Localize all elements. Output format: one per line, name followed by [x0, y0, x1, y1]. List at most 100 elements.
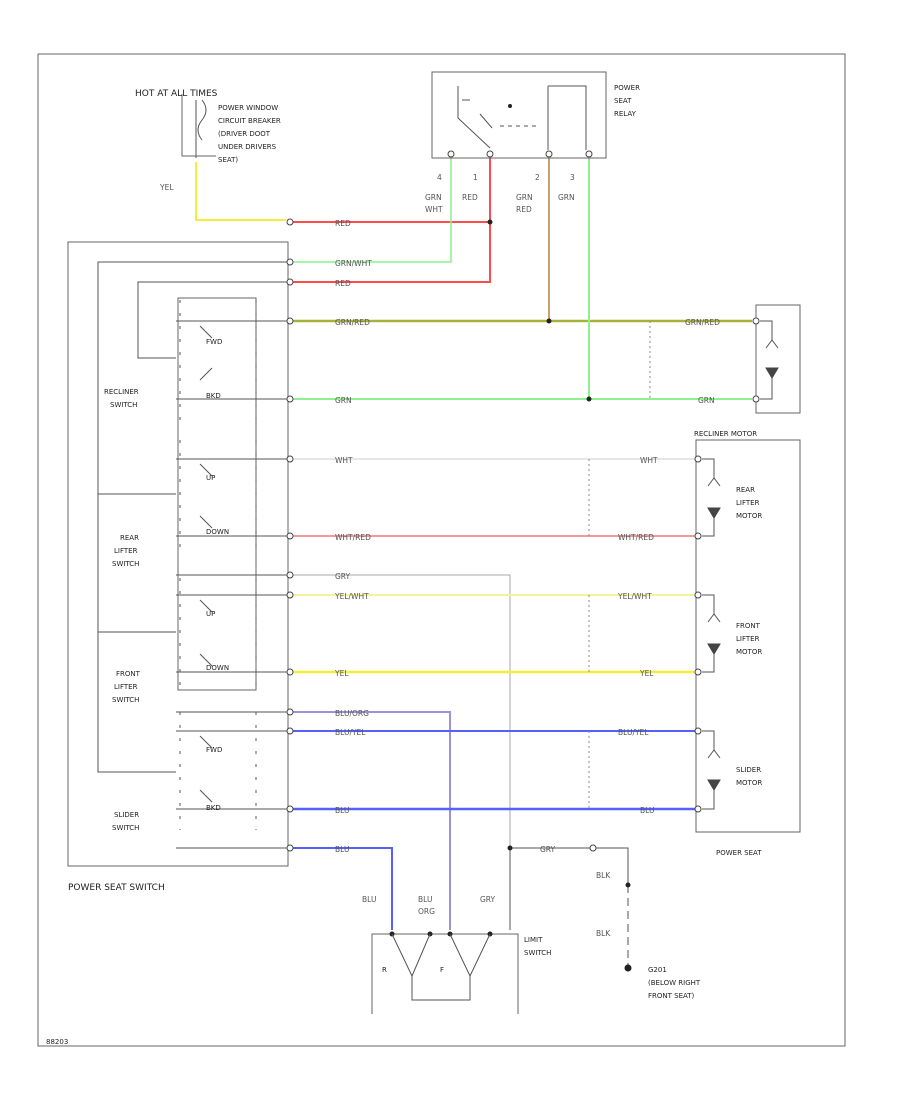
power-seat-label: POWER SEAT	[716, 849, 762, 857]
wire-label-grn-wht: GRN/WHT	[335, 259, 372, 268]
wire-label-blk-2: BLK	[596, 929, 611, 938]
wire-label-yel-right: YEL	[639, 669, 654, 678]
figure-id: 88203	[46, 1038, 68, 1046]
wire-label-blu-yel-left: BLU/YEL	[335, 728, 366, 737]
hot-at-all-times-label: HOT AT ALL TIMES	[135, 89, 218, 99]
wire-blu-org	[293, 711, 451, 930]
limit-switch-label-2: SWITCH	[524, 949, 551, 957]
circuit-breaker: HOT AT ALL TIMES POWER WINDOW CIRCUIT BR…	[135, 89, 281, 192]
front-down-label: DOWN	[206, 664, 229, 672]
power-seat-motors: RECLINER MOTOR REAR LIFTER MOTOR FRONT L…	[694, 430, 801, 857]
connector-terminals	[286, 218, 597, 852]
relay-box	[431, 71, 607, 159]
ground-icon	[624, 964, 632, 972]
ground-g201: G201 (BELOW RIGHT FRONT SEAT)	[624, 964, 701, 1000]
slider-bkd-label: BKD	[206, 804, 221, 812]
slider-fwd-label: FWD	[206, 746, 222, 754]
slider-motor-label-2: MOTOR	[736, 779, 762, 787]
wire-label-blu-left: BLU	[335, 806, 349, 815]
slider-switch-label-2: SWITCH	[112, 824, 139, 832]
recliner-bkd-label: BKD	[206, 392, 221, 400]
limit-wire-blu-org-1: BLU	[418, 895, 432, 904]
slider-switch-label-1: SLIDER	[114, 811, 139, 819]
front-lifter-switch-label-2: LIFTER	[114, 683, 138, 691]
wires	[195, 158, 752, 965]
wire-label-wht-right: WHT	[640, 456, 658, 465]
relay-terminal-3: 3	[570, 173, 575, 182]
wire-label-yel-wht-right: YEL/WHT	[617, 592, 652, 601]
power-seat-switch-label: POWER SEAT SWITCH	[68, 883, 165, 893]
wire-grn-wht	[293, 158, 452, 263]
wire-label-wht-red-left: WHT/RED	[335, 533, 371, 542]
wire-label-blu-yel-right: BLU/YEL	[618, 728, 649, 737]
limit-wire-blu-org-2: ORG	[418, 907, 435, 916]
front-lifter-motor-label-3: MOTOR	[736, 648, 762, 656]
wire-label-blu-right: BLU	[640, 806, 654, 815]
circuit-breaker-line1: POWER WINDOW	[218, 104, 278, 112]
yel-feed-label: YEL	[159, 183, 174, 192]
relay-wire-4-line1: GRN	[425, 193, 442, 202]
recliner-switch-label-2: SWITCH	[110, 401, 137, 409]
rear-lifter-switch-label-1: REAR	[120, 534, 139, 542]
front-lifter-motor-label-1: FRONT	[736, 622, 761, 630]
front-up-label: UP	[206, 610, 215, 618]
recliner-motor	[752, 304, 801, 414]
wire-label-blu-limit: BLU	[335, 845, 349, 854]
wire-label-yel-wht-left: YEL/WHT	[334, 592, 369, 601]
relay-wire-1-line1: RED	[462, 193, 478, 202]
wire-label-blk-1: BLK	[596, 871, 611, 880]
limit-switch-label-1: LIMIT	[524, 936, 543, 944]
wire-blu-limit	[293, 847, 393, 930]
rear-lifter-motor-label-3: MOTOR	[736, 512, 762, 520]
recliner-switch-label-1: RECLINER	[104, 388, 139, 396]
relay-label-3: RELAY	[614, 110, 637, 118]
limit-switch: R F LIMIT SWITCH BLU BLU ORG GRY	[362, 895, 551, 1014]
relay-wire-3-line1: GRN	[558, 193, 575, 202]
front-lifter-motor-label-2: LIFTER	[736, 635, 760, 643]
power-seat-switch-box	[67, 241, 289, 867]
wire-red-relay	[293, 158, 491, 283]
wire-label-red-top: RED	[335, 219, 351, 228]
recliner-motor-label: RECLINER MOTOR	[694, 430, 757, 438]
wire-label-wht-left: WHT	[335, 456, 353, 465]
relay-label-2: SEAT	[614, 97, 632, 105]
power-seat-switch: FWD BKD UP DOWN UP DOWN FWD BKD RECLINER…	[67, 241, 289, 893]
diagram-frame	[37, 53, 846, 1047]
circuit-breaker-line5: SEAT)	[218, 156, 238, 164]
rear-up-label: UP	[206, 474, 215, 482]
relay-wire-2-line1: GRN	[516, 193, 533, 202]
rear-lifter-switch-label-3: SWITCH	[112, 560, 139, 568]
junction-dots	[487, 219, 631, 888]
wire-label-grn-red-right: GRN/RED	[685, 318, 720, 327]
relay-terminal-2: 2	[535, 173, 540, 182]
shield-lines	[588, 321, 651, 809]
wire-label-gry-ground: GRY	[540, 845, 556, 854]
power-seat-box	[695, 439, 801, 833]
limit-wire-gry: GRY	[480, 895, 496, 904]
wire-blk-ground	[596, 847, 629, 885]
ground-label-1: G201	[648, 966, 667, 974]
wire-label-yel-left: YEL	[334, 669, 349, 678]
rear-lifter-switch-label-2: LIFTER	[114, 547, 138, 555]
wire-label-gry: GRY	[335, 572, 351, 581]
wire-label-grn-red-left: GRN/RED	[335, 318, 370, 327]
wire-gry	[293, 574, 511, 848]
ground-label-3: FRONT SEAT)	[648, 992, 695, 1000]
wire-label-wht-red-right: WHT/RED	[618, 533, 654, 542]
rear-lifter-motor-label-2: LIFTER	[736, 499, 760, 507]
recliner-fwd-label: FWD	[206, 338, 222, 346]
wire-labels: RED GRN/WHT RED GRN/RED GRN/RED GRN GRN …	[334, 219, 720, 938]
wire-label-red: RED	[335, 279, 351, 288]
relay-terminal-4: 4	[437, 173, 442, 182]
wire-yel-feed	[195, 162, 286, 221]
circuit-breaker-line2: CIRCUIT BREAKER	[218, 117, 281, 125]
circuit-breaker-line4: UNDER DRIVERS	[218, 143, 277, 151]
relay-wire-2-line2: RED	[516, 205, 532, 214]
relay-wire-4-line2: WHT	[425, 205, 443, 214]
wire-label-grn-right: GRN	[698, 396, 715, 405]
slider-motor-label-1: SLIDER	[736, 766, 761, 774]
rear-lifter-motor-label-1: REAR	[736, 486, 755, 494]
svg-text:R: R	[382, 966, 387, 974]
relay-label-1: POWER	[614, 84, 640, 92]
